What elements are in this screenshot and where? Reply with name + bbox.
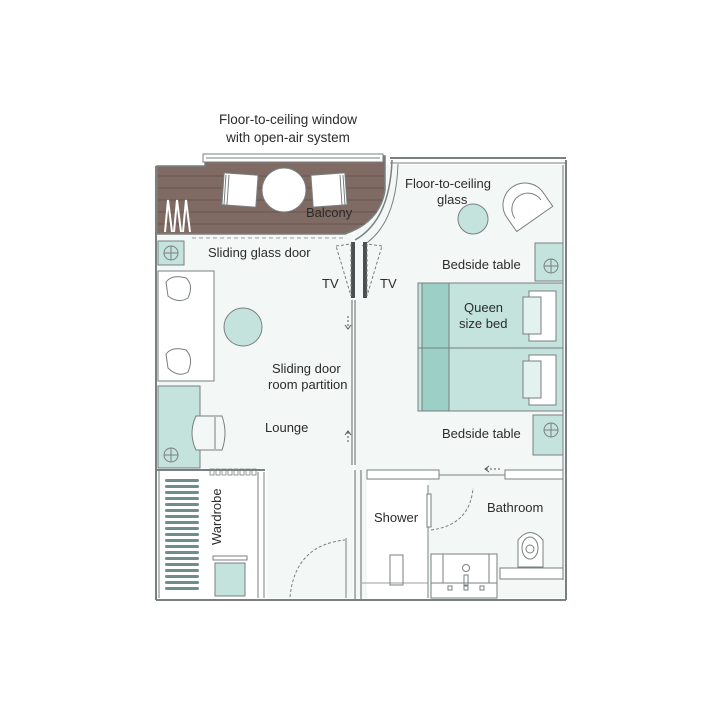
sink-vanity (430, 553, 498, 599)
floor-glass-label-line1: Floor-to-ceiling (405, 176, 491, 191)
tv-left-label: TV (322, 276, 339, 291)
towel-rail (426, 493, 432, 528)
bathroom-door-swing (430, 487, 474, 531)
wardrobe-label: Wardrobe (209, 488, 224, 545)
balcony-chair-right (310, 172, 348, 208)
window-caption: Floor-to-ceiling window with open-air sy… (219, 112, 357, 145)
bed-label-line1: Queen (464, 300, 503, 315)
sliding-glass-door-label: Sliding glass door (208, 245, 311, 260)
bed-label-line2: size bed (459, 316, 507, 331)
bathroom-label: Bathroom (487, 500, 543, 515)
coffee-table (223, 307, 263, 347)
desk-chair (191, 415, 226, 451)
cushion-top (165, 276, 192, 302)
bedside-table-top (534, 242, 564, 282)
entry-door[interactable] (289, 538, 347, 598)
luggage-rack (214, 562, 246, 597)
window-caption-line2: with open-air system (225, 130, 350, 145)
walls (155, 157, 567, 601)
balcony-deck: Balcony (156, 153, 386, 235)
lounge-side-table-top (157, 240, 185, 266)
bedside-table-bottom (532, 414, 564, 456)
shower-label: Shower (374, 510, 419, 525)
cushion-bottom (165, 348, 192, 375)
window-caption-line1: Floor-to-ceiling window (219, 112, 357, 127)
shower-seat (389, 554, 404, 586)
toilet (499, 532, 564, 580)
balcony-table (261, 167, 307, 213)
bedroom-side-table (457, 203, 489, 235)
folded-window-panels (164, 199, 191, 233)
lounge-furniture: Lounge (157, 240, 308, 469)
bedside-table-top-label: Bedside table (442, 257, 521, 272)
lounge-label: Lounge (265, 420, 308, 435)
sliding-partition[interactable]: Sliding door room partition (268, 316, 352, 444)
tv-right-label: TV (380, 276, 397, 291)
balcony-label: Balcony (306, 205, 353, 220)
bathroom: Shower Bathroom (362, 487, 564, 599)
bedroom-furniture: Floor-to-ceiling glass Bedside table Que… (405, 176, 564, 473)
queen-bed: Queen size bed (417, 282, 564, 412)
tv-units: TV TV (322, 242, 397, 298)
floor-glass-label-line2: glass (437, 192, 468, 207)
partition-label-line2: room partition (268, 377, 347, 392)
balcony-chair-left (221, 172, 259, 208)
partition-label-line1: Sliding door (272, 361, 341, 376)
wardrobe: Wardrobe (165, 468, 257, 597)
bedside-table-bottom-label: Bedside table (442, 426, 521, 441)
armchair (502, 182, 554, 233)
